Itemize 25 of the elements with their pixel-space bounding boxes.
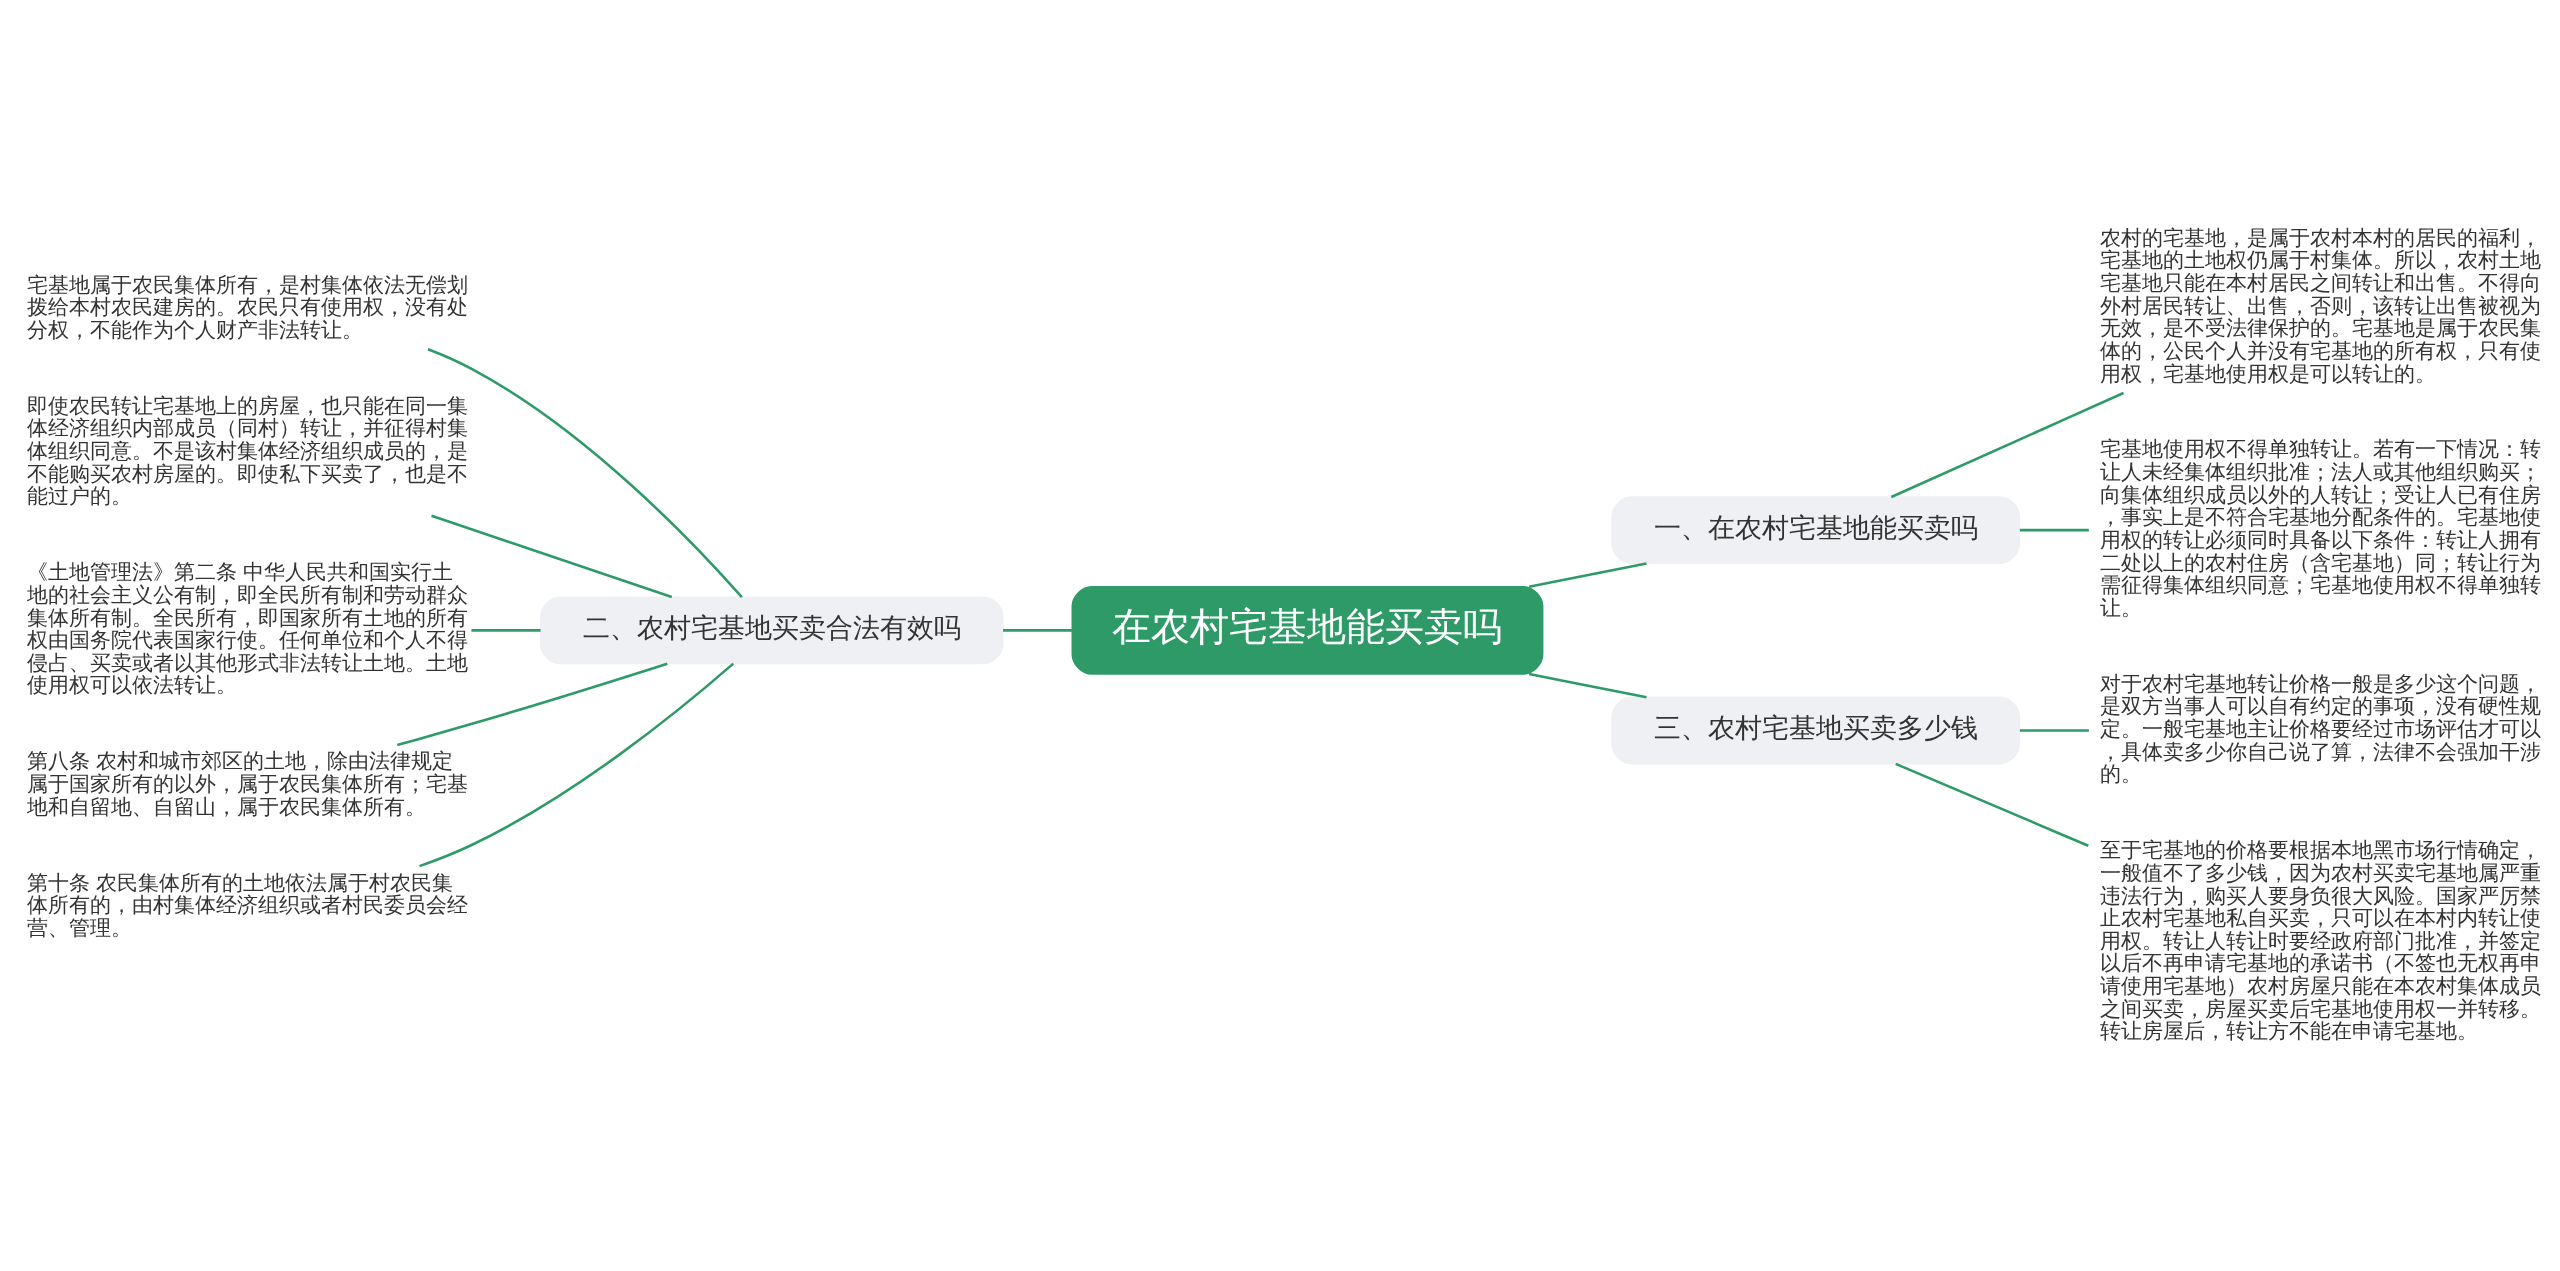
connector: [2019, 528, 2089, 531]
node-box: 一、在农村宅基地能买卖吗: [1611, 495, 2021, 564]
connector: [1890, 391, 2124, 498]
node-box: 二、农村宅基地买卖合法有效吗: [539, 595, 1004, 664]
connector: [2019, 728, 2089, 732]
connector: [1528, 561, 1647, 588]
connector: [1895, 762, 2089, 847]
node-text: 第十条 农民集体所有的土地依法属于村农民集体所有的，由村集体经济组织或者村民委员会经营、管理。: [26, 870, 468, 940]
node-text: 对于农村宅基地转让价格一般是多少这个问题，是双方当事人可以自有约定的事项，没有硬性规定。一般宅基地主让价格要经过市场评估才可以，具体卖多少你自己说了算，法律不会强加干涉的。: [2100, 671, 2542, 786]
connector: [471, 628, 541, 632]
node-box: 在农村宅基地能买卖吗: [1071, 585, 1544, 675]
node-text: 宅基地属于农民集体所有，是村集体依法无偿划拨给本村农民建房的。农民只有使用权，没有处分权，不能作为个人财产非法转让。: [26, 272, 468, 342]
node-text: 即使农民转让宅基地上的房屋，也只能在同一集体经济组织内部成员（同村）转让，并征得村集体组织同意。不是该村集体经济组织成员的，是不能购买农村房屋的。即使私下买卖了，也是不能过户的。: [26, 393, 468, 508]
node-text: 第八条 农村和城市郊区的土地，除由法律规定属于国家所有的以外，属于农民集体所有；宅基地和自留地、自留山，属于农民集体所有。: [26, 748, 468, 819]
node-box: 三、农村宅基地买卖多少钱: [1611, 696, 2021, 764]
connector: [427, 347, 743, 598]
connector: [419, 662, 735, 867]
node-text: 宅基地使用权不得单独转让。若有一下情况：转让人未经集体组织批准；法人或其他组织购买；向集体组织成员以外的人转让；受让人已有住房，事实上是不符合宅基地分配条件的。宅基地使用权的转让必须同时具备以下条件：转让人拥有二处以上的农村住房（含宅基地）同；转让行为需征得集体组织同意；宅基地使用权不得单独转让。: [2100, 436, 2542, 620]
node-text: 农村的宅基地，是属于农村本村的居民的福利，宅基地的土地权仍属于村集体。所以，农村土地宅基地只能在本村居民之间转让和出售。不得向外村居民转让、出售，否则，该转让出售被视为无效，是不受法律保护的。宅基地是属于农民集体的，公民个人并没有宅基地的所有权，只有使用权，宅基地使用权是可以转让的。: [2100, 225, 2542, 385]
node-text: 《土地管理法》第二条 中华人民共和国实行土地的社会主义公有制，即全民所有制和劳动群众集体所有制。全民所有，即国家所有土地的所有权由国务院代表国家行使。任何单位和个人不得侵占、买卖或者以其他形式非法转让土地。土地使用权可以依法转让。: [26, 559, 468, 697]
connector: [396, 661, 668, 746]
connector: [1528, 672, 1647, 699]
node-text: 至于宅基地的价格要根据本地黑市场行情确定，一般值不了多少钱，因为农村买卖宅基地属严重违法行为，购买人要身负很大风险。国家严厉禁止农村宅基地私自买卖，只可以在本村内转让使用权。转让人转让时要经政府部门批准，并签定以后不再申请宅基地的承诺书（不签也无权再申请使用宅基地）农村房屋只能在本农村集体成员之间买卖，房屋买卖后宅基地使用权一并转移。转让房屋后，转让方不能在申请宅基地。: [2100, 837, 2542, 1043]
connector: [431, 514, 673, 598]
connector: [1003, 628, 1073, 632]
